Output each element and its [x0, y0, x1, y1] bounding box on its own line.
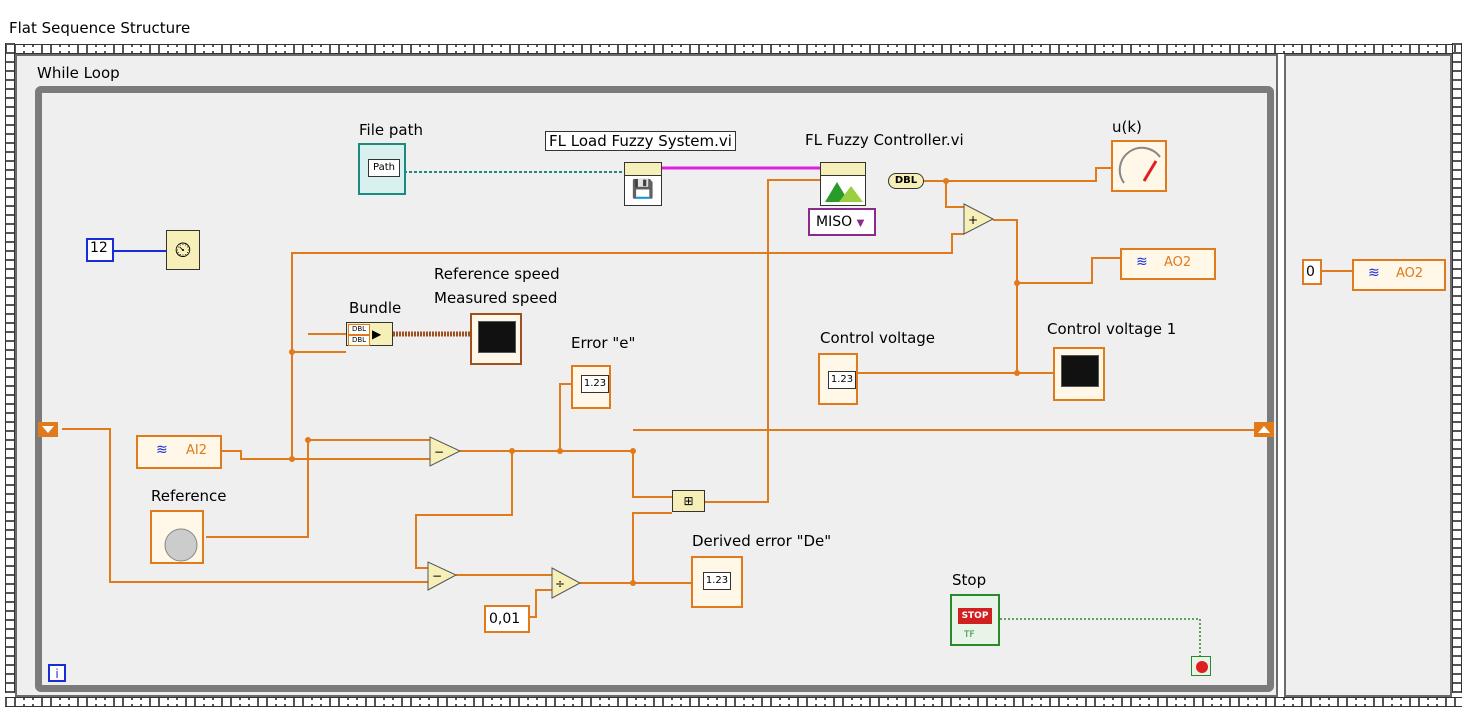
bundle-node[interactable]: DBL DBL ▶	[346, 322, 393, 346]
fl-fuzzy-controller-icon[interactable]	[820, 162, 866, 206]
meas-speed-label: Measured speed	[434, 289, 558, 307]
final-ao-write-node[interactable]: AO2 ≋	[1352, 259, 1446, 291]
ai-read-node[interactable]: AI2 ≋	[136, 435, 222, 469]
dbl-conversion[interactable]: DBL	[888, 173, 924, 189]
derived-error-indicator[interactable]: 1.23	[691, 556, 743, 608]
error-e-value: 1.23	[581, 375, 609, 393]
derived-error-value: 1.23	[703, 572, 731, 590]
bundle-input-2: DBL	[348, 335, 370, 346]
svg-text:÷: ÷	[555, 577, 565, 591]
control-voltage-label: Control voltage	[820, 329, 936, 347]
iteration-terminal[interactable]: i	[48, 664, 66, 682]
speed-chart-indicator[interactable]	[470, 313, 522, 365]
control-voltage-control[interactable]: 1.23	[818, 353, 858, 405]
wait-ms-constant[interactable]: 12	[86, 238, 114, 262]
error-e-label: Error "e"	[571, 334, 636, 352]
build-array-node[interactable]: ⊞	[672, 490, 705, 512]
stop-button-text: STOP	[958, 608, 992, 624]
sequence-film-left	[5, 43, 15, 693]
miso-text: MISO	[816, 214, 853, 230]
derived-error-label: Derived error "De"	[692, 532, 832, 550]
ref-speed-label: Reference speed	[434, 265, 560, 283]
uk-label: u(k)	[1112, 118, 1142, 136]
sequence-frame-2[interactable]	[1284, 54, 1452, 697]
ai-channel: AI2	[186, 443, 207, 458]
add-node	[963, 203, 995, 235]
sequence-title: Flat Sequence Structure	[9, 19, 191, 37]
loop-title: While Loop	[37, 64, 120, 82]
miso-selector[interactable]: MISO ▼	[808, 208, 876, 236]
stop-button[interactable]: STOP TF	[950, 594, 1000, 646]
path-text: Path	[368, 159, 400, 177]
loop-condition-terminal[interactable]	[1191, 656, 1211, 676]
file-path-control[interactable]: Path	[358, 143, 406, 195]
wait-metronome-icon[interactable]: ⏲	[166, 230, 200, 270]
svg-text:−: −	[434, 445, 444, 459]
subtract-node-2	[427, 561, 458, 591]
control-voltage-1-chart[interactable]	[1053, 347, 1105, 401]
fl-controller-label: FL Fuzzy Controller.vi	[805, 131, 964, 149]
fl-load-label: FL Load Fuzzy System.vi	[545, 131, 736, 151]
ao-channel: AO2	[1164, 255, 1192, 270]
sequence-film-right	[1452, 43, 1462, 693]
subtract-node	[429, 436, 462, 467]
svg-text:−: −	[432, 569, 442, 583]
sequence-film-bottom	[5, 697, 1462, 707]
final-ao-channel: AO2	[1396, 266, 1424, 281]
ao-write-node[interactable]: AO2 ≋	[1120, 248, 1216, 280]
stop-tf: TF	[964, 630, 975, 640]
sequence-film-top	[5, 44, 1462, 54]
bundle-input-1: DBL	[348, 324, 370, 335]
control-voltage-value: 1.23	[828, 371, 856, 389]
divide-node	[551, 567, 582, 599]
dt-constant[interactable]: 0,01	[484, 605, 530, 633]
control-voltage-1-label: Control voltage 1	[1047, 320, 1177, 338]
error-e-indicator[interactable]: 1.23	[571, 365, 611, 409]
reference-knob-control[interactable]	[150, 510, 204, 564]
fl-load-fuzzy-system-icon[interactable]: 💾	[624, 162, 662, 206]
bundle-label: Bundle	[349, 299, 402, 317]
file-path-label: File path	[359, 121, 423, 139]
final-ao-constant[interactable]: 0	[1302, 259, 1322, 285]
uk-gauge-indicator[interactable]	[1111, 140, 1167, 192]
svg-text:+: +	[968, 213, 978, 227]
stop-label: Stop	[952, 571, 987, 589]
reference-label: Reference	[151, 487, 227, 505]
